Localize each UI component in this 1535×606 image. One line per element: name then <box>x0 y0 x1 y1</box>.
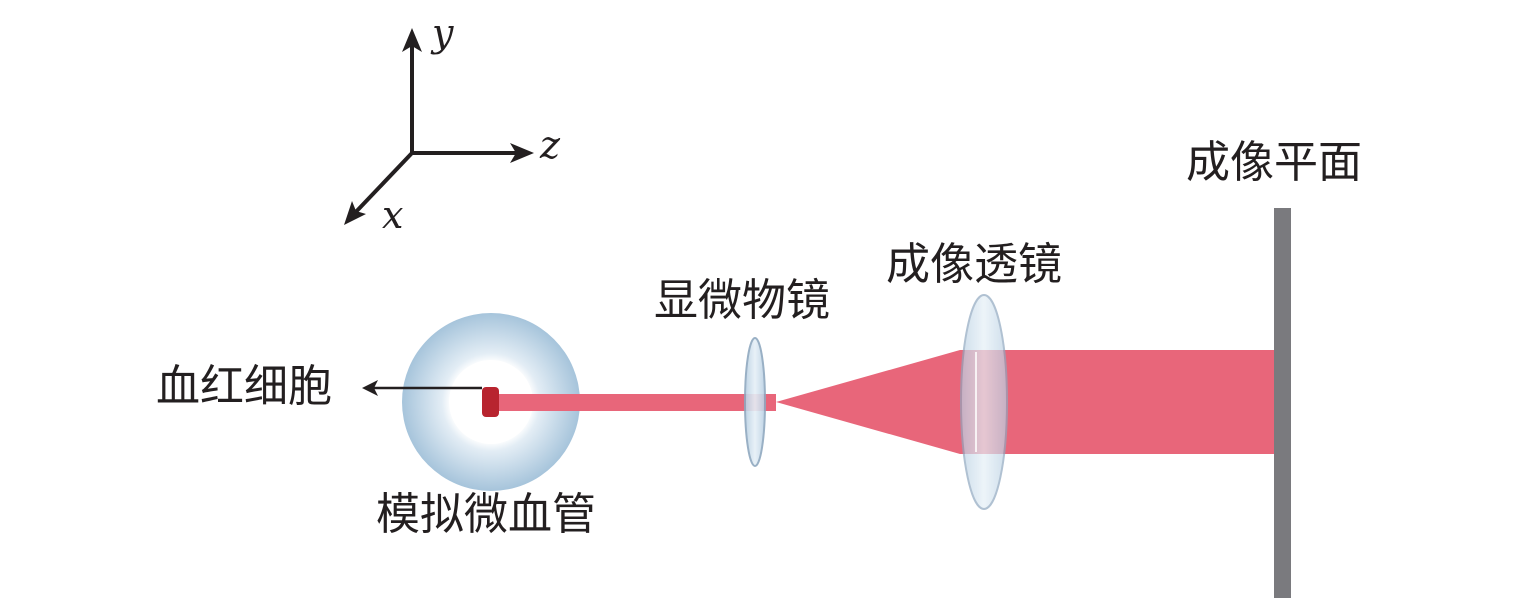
objective-label: 显微物镜 <box>654 275 830 326</box>
image-plane-label: 成像平面 <box>1186 137 1362 188</box>
y-axis-arrowhead <box>402 28 422 52</box>
x-axis-line <box>350 151 414 218</box>
coordinate-axes <box>344 28 534 225</box>
x-axis-label: x <box>382 193 404 237</box>
objective-lens <box>744 337 766 467</box>
z-axis-label: z <box>540 123 561 167</box>
rbc-pointer-arrowhead <box>362 380 378 396</box>
beam-narrow <box>498 394 776 411</box>
z-axis-arrowhead <box>510 143 534 163</box>
beam-collimated <box>960 350 1276 454</box>
rbc-label: 血红细胞 <box>156 361 332 412</box>
imaging-lens <box>960 294 1008 510</box>
y-axis-label: y <box>432 11 454 55</box>
imaging-lens-label: 成像透镜 <box>886 239 1062 290</box>
vessel-label: 模拟微血管 <box>376 489 596 540</box>
imaging-plane <box>1274 208 1291 598</box>
red-blood-cell <box>482 387 499 417</box>
x-axis-arrowhead <box>344 201 366 225</box>
beam-diverging <box>776 350 960 454</box>
